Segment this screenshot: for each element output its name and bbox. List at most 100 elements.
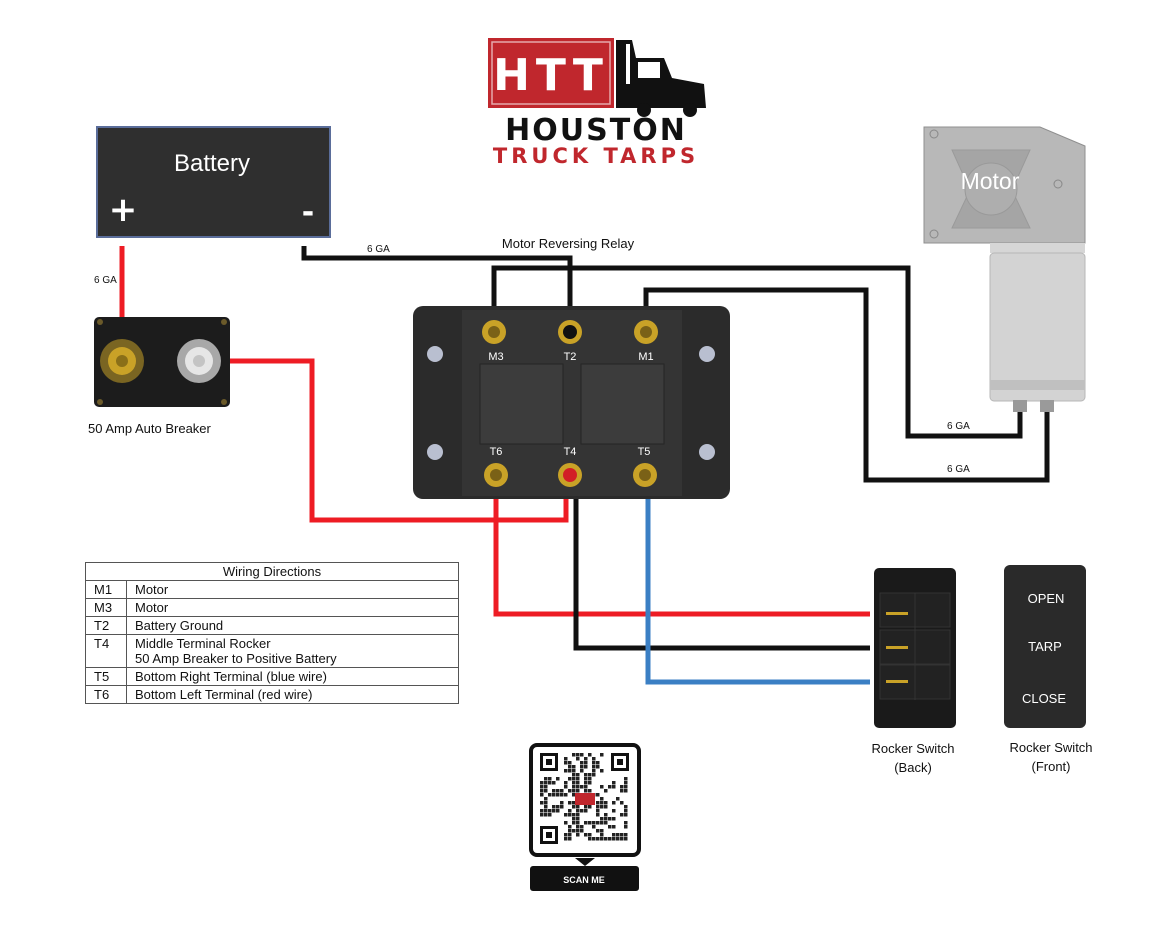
table-row: T2 Battery Ground <box>85 616 459 635</box>
qr-module <box>596 837 600 841</box>
qr-module <box>556 793 560 797</box>
qr-module <box>568 789 572 793</box>
qr-module <box>576 821 580 825</box>
table-row: T4 Middle Terminal Rocker 50 Amp Breaker… <box>85 634 459 668</box>
qr-module <box>608 825 612 829</box>
qr-module <box>596 813 600 817</box>
terminal-description: Middle Terminal Rocker 50 Amp Breaker to… <box>126 634 459 668</box>
rocker-switch-back: Rocker Switch (Back) <box>871 568 956 775</box>
qr-module <box>544 777 548 781</box>
qr-module <box>568 825 572 829</box>
qr-module <box>600 805 604 809</box>
qr-module <box>568 777 572 781</box>
qr-module <box>584 805 588 809</box>
table-row: T5 Bottom Right Terminal (blue wire) <box>85 667 459 686</box>
terminal-m3 <box>482 320 506 344</box>
battery-label: Battery <box>174 150 250 177</box>
qr-module <box>580 785 584 789</box>
qr-module <box>588 789 592 793</box>
terminal-label: T2 <box>564 351 577 363</box>
qr-module <box>564 769 568 773</box>
qr-module <box>560 805 564 809</box>
switch-pin <box>886 646 908 649</box>
qr-module <box>612 801 616 805</box>
logo-name-line1: HOUSTON <box>505 113 687 148</box>
qr-module <box>576 809 580 813</box>
gauge-label: 6 GA <box>947 464 970 475</box>
qr-module <box>572 805 576 809</box>
qr-module <box>596 821 600 825</box>
terminal-description: Bottom Left Terminal (red wire) <box>126 685 459 704</box>
qr-module <box>600 817 604 821</box>
qr-module <box>592 821 596 825</box>
qr-module <box>612 825 616 829</box>
qr-module <box>576 785 580 789</box>
qr-module <box>572 753 576 757</box>
qr-module <box>564 821 568 825</box>
motor-label: Motor <box>961 168 1020 194</box>
qr-module <box>604 805 608 809</box>
gauge-label: 6 GA <box>94 275 117 286</box>
switch-position-tarp: TARP <box>1028 639 1062 654</box>
qr-module <box>576 805 580 809</box>
terminal-description: Motor <box>126 580 459 599</box>
terminal-t4 <box>558 463 582 487</box>
description-line: Middle Terminal Rocker <box>135 636 271 651</box>
qr-module <box>568 829 572 833</box>
qr-module <box>572 765 576 769</box>
qr-module <box>584 765 588 769</box>
qr-module <box>556 789 560 793</box>
qr-module <box>580 765 584 769</box>
qr-module <box>580 769 584 773</box>
qr-module <box>612 833 616 837</box>
qr-module <box>596 765 600 769</box>
switch-front-label: Rocker Switch <box>1009 740 1092 755</box>
qr-module <box>548 809 552 813</box>
qr-module <box>620 813 624 817</box>
wire-t6-to-switch <box>493 476 870 617</box>
qr-module <box>548 781 552 785</box>
qr-module <box>612 809 616 813</box>
qr-module <box>572 817 576 821</box>
qr-module <box>600 801 604 805</box>
qr-module <box>572 785 576 789</box>
qr-module <box>576 789 580 793</box>
qr-module <box>624 821 628 825</box>
qr-module <box>576 777 580 781</box>
qr-module <box>616 833 620 837</box>
switch-pin <box>886 680 908 683</box>
qr-module <box>568 837 572 841</box>
switch-front-sublabel: (Front) <box>1032 759 1071 774</box>
qr-module <box>588 805 592 809</box>
motor: Motor <box>923 126 1086 412</box>
qr-module <box>612 785 616 789</box>
wiring-directions-table: Wiring Directions M1 Motor M3 Motor T2 B… <box>85 562 459 704</box>
qr-module <box>548 777 552 781</box>
terminal-label: T5 <box>638 446 651 458</box>
qr-module <box>580 753 584 757</box>
qr-module <box>552 789 556 793</box>
battery-minus-icon: - <box>302 195 314 230</box>
qr-module <box>580 809 584 813</box>
terminal-code: M3 <box>85 598 127 617</box>
qr-module <box>600 785 604 789</box>
qr-module <box>592 773 596 777</box>
qr-module <box>620 789 624 793</box>
qr-module <box>620 833 624 837</box>
qr-module <box>564 833 568 837</box>
wire-t4-to-switch <box>573 480 870 651</box>
terminal-code: T6 <box>85 685 127 704</box>
qr-module <box>552 809 556 813</box>
qr-module <box>576 833 580 837</box>
table-title: Wiring Directions <box>85 562 459 581</box>
qr-module <box>624 785 628 789</box>
qr-module <box>588 753 592 757</box>
logo-abbr: HTT <box>493 50 609 101</box>
qr-module <box>564 793 568 797</box>
qr-module <box>572 781 576 785</box>
qr-module <box>564 781 568 785</box>
gauge-label: 6 GA <box>367 244 390 255</box>
auto-breaker: 50 Amp Auto Breaker <box>88 317 230 436</box>
terminal-t2 <box>558 320 582 344</box>
